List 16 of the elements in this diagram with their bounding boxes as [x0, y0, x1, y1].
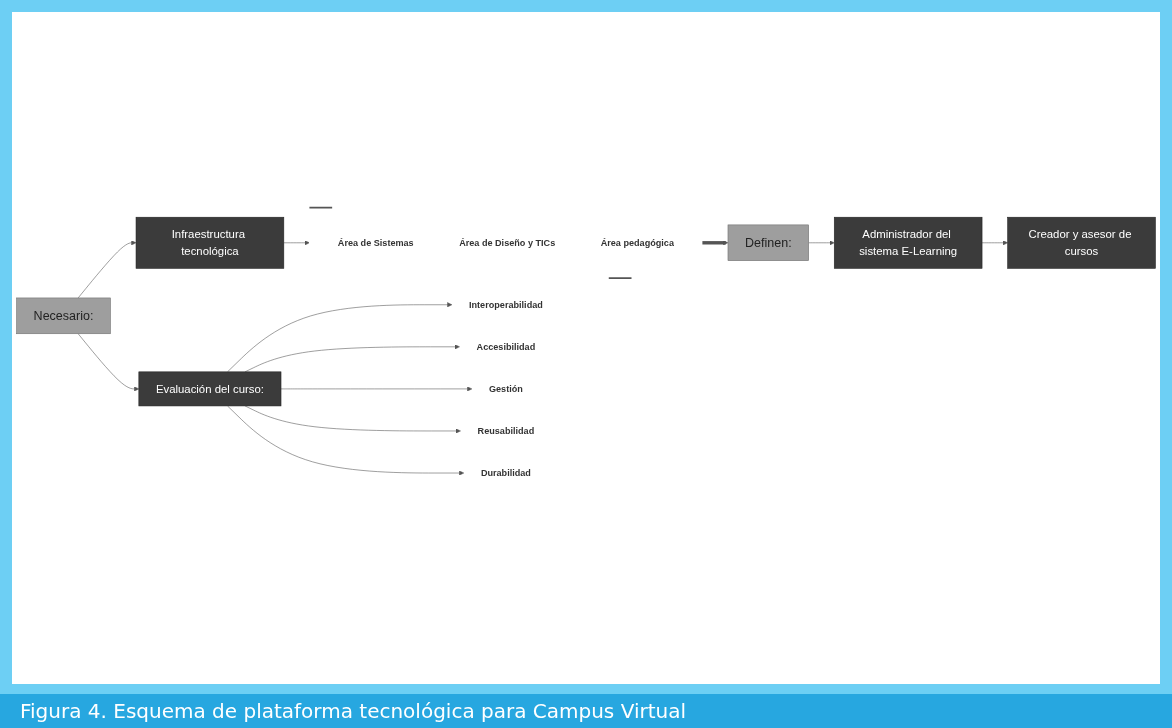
- node-text: Accesibilidad: [476, 341, 536, 352]
- node-text: Interoperabilidad: [469, 299, 543, 310]
- node-text: Área pedagógica: [600, 237, 674, 248]
- node-text: Reusabilidad: [477, 425, 535, 436]
- node-box: Creador y asesor de cursos: [1007, 216, 1156, 269]
- node-box: Administrador del sistema E-Learning: [833, 216, 983, 269]
- node-box: Infraestructura tecnológica: [135, 216, 285, 269]
- arrow: [702, 240, 729, 246]
- node-text: Área de Sistemas: [337, 237, 414, 248]
- node-text: Área de Diseño y TICs: [459, 237, 556, 248]
- node-box: Necesario:: [16, 297, 111, 335]
- node-box: Evaluación del curso:: [138, 371, 282, 407]
- figure-caption: Figura 4. Esquema de plataforma tecnológica para Campus Virtual: [0, 694, 1172, 728]
- node-text: Durabilidad: [480, 467, 531, 478]
- node-text: Gestión: [488, 383, 523, 394]
- node-box: Definen:: [727, 224, 809, 261]
